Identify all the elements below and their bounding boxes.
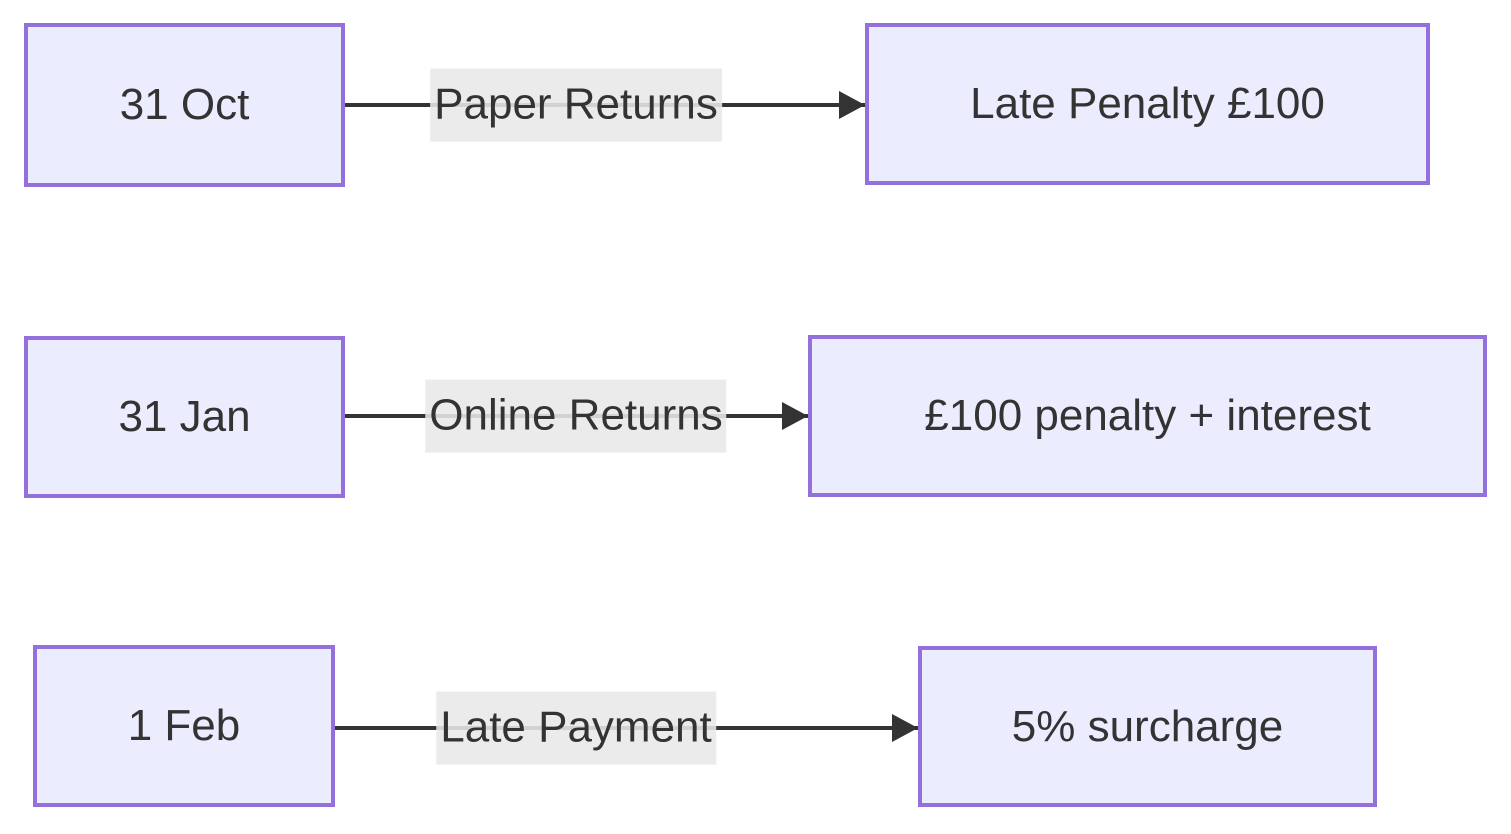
edge-label-text: Paper Returns: [434, 79, 718, 129]
node-deadline-1-feb: 1 Feb: [33, 645, 335, 807]
edge-label-paper-returns: Paper Returns: [430, 68, 722, 142]
node-label: Late Penalty £100: [970, 79, 1325, 128]
arrow-head-icon: [839, 91, 865, 119]
edge-label-text: Late Payment: [440, 702, 712, 752]
node-late-penalty-100: Late Penalty £100: [865, 23, 1430, 185]
arrow-head-icon: [892, 714, 918, 742]
edge-label-late-payment: Late Payment: [436, 691, 716, 765]
node-label: 31 Jan: [118, 392, 251, 441]
node-penalty-plus-interest: £100 penalty + interest: [808, 335, 1487, 497]
edge-label-online-returns: Online Returns: [425, 379, 727, 453]
arrow-head-icon: [782, 402, 808, 430]
node-deadline-31-oct: 31 Oct: [24, 23, 345, 187]
node-label: 5% surcharge: [1011, 701, 1284, 751]
node-surcharge: 5% surcharge: [918, 646, 1377, 807]
node-deadline-31-jan: 31 Jan: [24, 336, 345, 498]
edge-label-text: Online Returns: [429, 390, 723, 440]
node-label: 1 Feb: [127, 701, 241, 750]
node-label: 31 Oct: [119, 80, 250, 129]
node-label: £100 penalty + interest: [924, 391, 1371, 440]
